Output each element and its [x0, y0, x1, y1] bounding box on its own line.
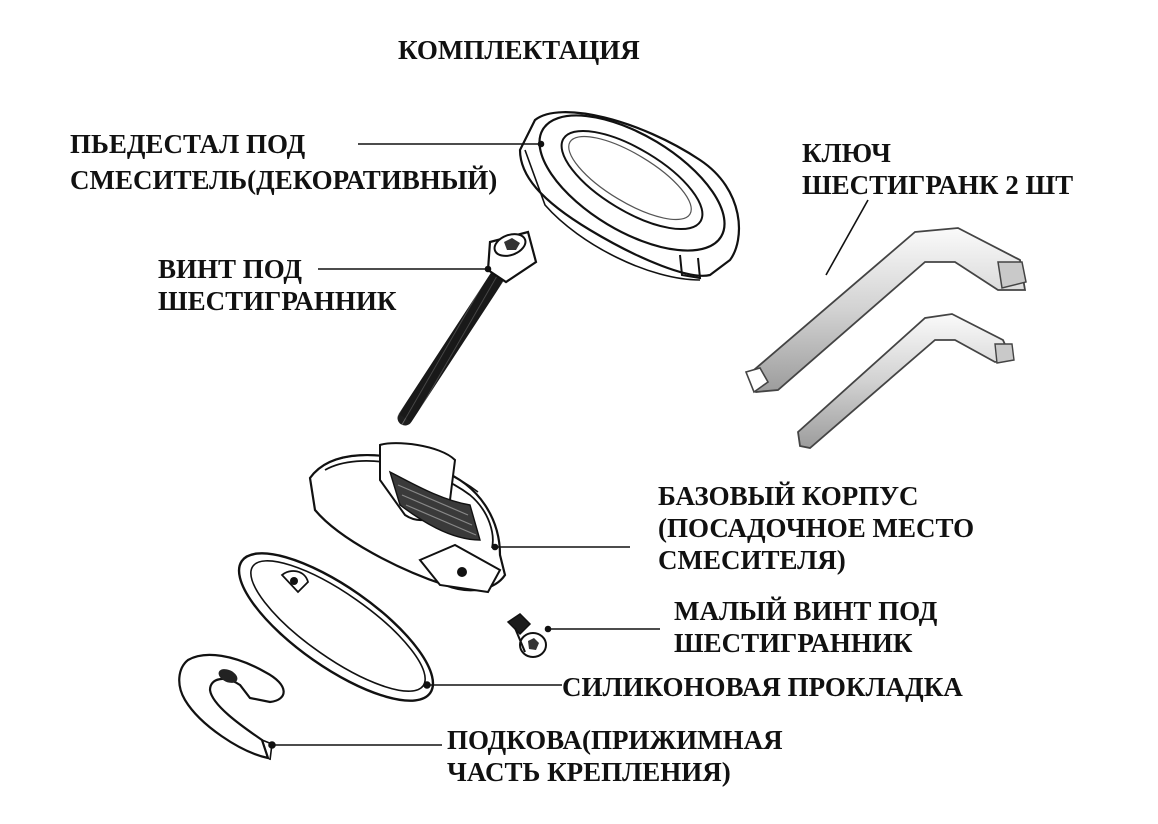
- label-base-line3: СМЕСИТЕЛЯ): [658, 545, 846, 575]
- diagram-title: КОМПЛЕКТАЦИЯ: [398, 35, 640, 65]
- label-keys-line2: ШЕСТИГРАНК 2 ШТ: [802, 170, 1074, 200]
- long-hex-bolt: [397, 230, 538, 426]
- label-small-screw-line2: ШЕСТИГРАННИК: [674, 628, 913, 658]
- silicone-gasket: [237, 552, 435, 702]
- hex-key-large: [744, 227, 1027, 394]
- leader-lines: [268, 140, 869, 749]
- label-base-line2: (ПОСАДОЧНОЕ МЕСТО: [658, 513, 975, 543]
- label-horseshoe-line2: ЧАСТЬ КРЕПЛЕНИЯ): [447, 757, 731, 787]
- label-horseshoe-line1: ПОДКОВА(ПРИЖИМНАЯ: [447, 725, 783, 755]
- label-bolt-line2: ШЕСТИГРАННИК: [158, 286, 397, 316]
- hex-key-small: [797, 313, 1015, 449]
- label-pedestal-line2: СМЕСИТЕЛЬ(ДЕКОРАТИВНЫЙ): [70, 165, 498, 195]
- base-body: [308, 442, 507, 594]
- pedestal-ring: [518, 111, 740, 281]
- label-small-screw-line1: МАЛЫЙ ВИНТ ПОД: [674, 596, 938, 626]
- horseshoe-clamp: [178, 653, 285, 761]
- label-gasket: СИЛИКОНОВАЯ ПРОКЛАДКА: [562, 672, 963, 702]
- label-pedestal-line1: ПЬЕДЕСТАЛ ПОД: [70, 129, 306, 159]
- label-keys-line1: КЛЮЧ: [802, 138, 891, 168]
- label-base-line1: БАЗОВЫЙ КОРПУС: [658, 481, 919, 511]
- label-bolt-line1: ВИНТ ПОД: [158, 254, 303, 284]
- leader-keys: [825, 199, 869, 276]
- small-hex-screw: [506, 613, 547, 658]
